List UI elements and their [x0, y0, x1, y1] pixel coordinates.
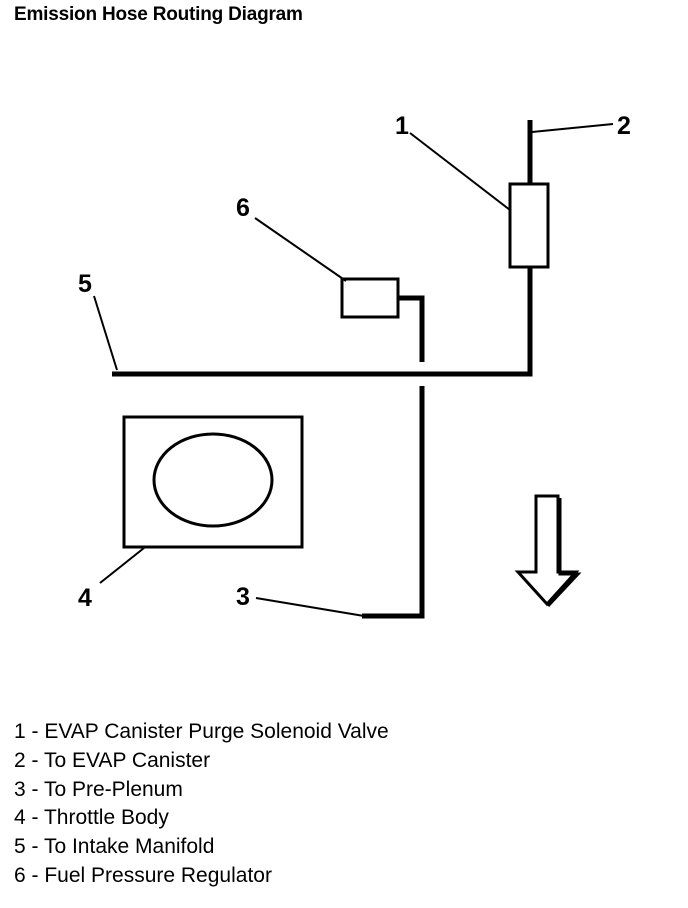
callout-6: 6 — [236, 194, 250, 222]
throttle-bore — [152, 432, 274, 528]
leader-line-5 — [93, 295, 118, 371]
callout-1: 1 — [395, 112, 409, 140]
callout-5: 5 — [78, 270, 92, 298]
hose-intake-manifold — [112, 267, 533, 377]
evap-purge-solenoid-valve — [508, 182, 550, 269]
callout-2: 2 — [617, 112, 631, 140]
hose-routing-diagram: 1 2 3 4 5 6 — [78, 112, 631, 619]
leader-line-4 — [99, 547, 145, 584]
legend-list: 1 - EVAP Canister Purge Solenoid Valve 2… — [14, 718, 389, 891]
legend-item-6: 6 - Fuel Pressure Regulator — [14, 863, 272, 887]
hose-fuel-pressure-regulator — [398, 295, 425, 362]
legend-item-3: 3 - To Pre-Plenum — [14, 777, 183, 801]
forward-arrow — [514, 494, 580, 607]
legend-item-2: 2 - To EVAP Canister — [14, 748, 211, 772]
legend-item-5: 5 - To Intake Manifold — [14, 835, 215, 859]
diagram-title: Emission Hose Routing Diagram — [14, 4, 303, 25]
forward-arrow-shadow — [546, 498, 582, 608]
leader-line-3 — [255, 597, 365, 617]
callout-3: 3 — [236, 583, 250, 611]
leader-line-1 — [409, 132, 511, 211]
leader-line-2 — [531, 123, 614, 133]
hose-pre-plenum — [362, 386, 425, 619]
leader-line-6 — [254, 217, 347, 282]
legend-item-4: 4 - Throttle Body — [14, 806, 169, 830]
callout-4: 4 — [78, 584, 92, 612]
fuel-pressure-regulator — [340, 277, 400, 319]
legend-item-1: 1 - EVAP Canister Purge Solenoid Valve — [14, 720, 389, 743]
